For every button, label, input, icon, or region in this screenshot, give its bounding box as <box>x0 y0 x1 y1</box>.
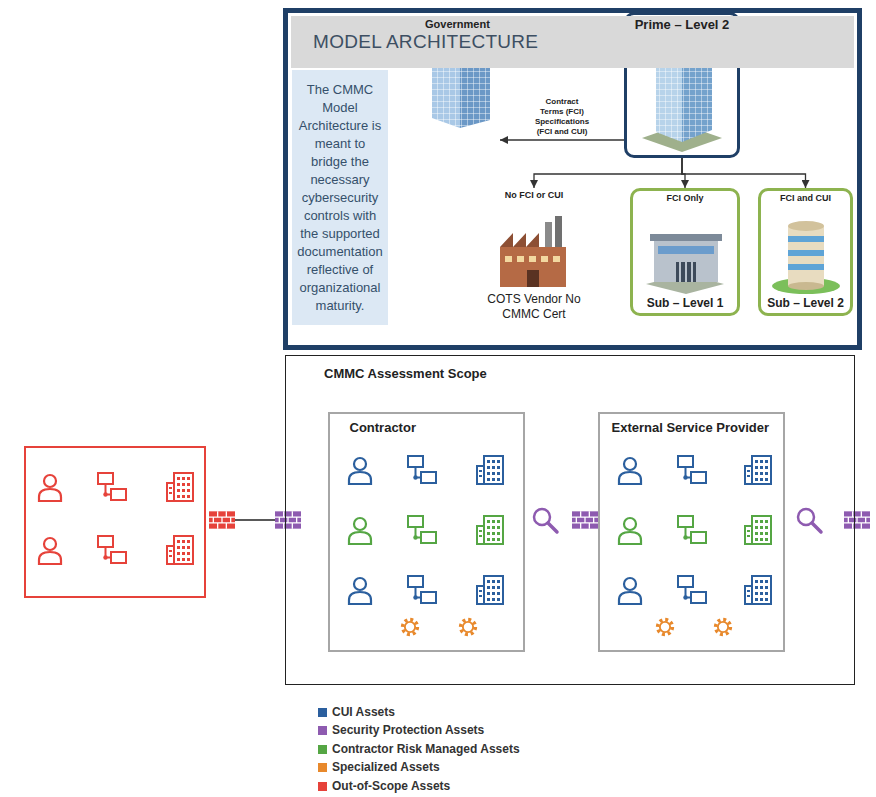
connector <box>534 158 682 188</box>
building-columns <box>680 262 692 282</box>
building-body <box>654 240 718 282</box>
legend-row: Contractor Risk Managed Assets <box>318 740 520 759</box>
gear-icon <box>461 620 476 635</box>
network-icon <box>408 456 436 483</box>
gear-icon <box>716 620 731 635</box>
building-foot <box>788 282 824 290</box>
sub-box: FCI OnlySub – Level 1 <box>630 188 740 316</box>
organization-title: External Service Provider <box>612 420 783 435</box>
factory-body <box>500 247 566 287</box>
person-icon <box>349 458 371 484</box>
person-icon <box>349 518 371 544</box>
network-icon <box>408 516 436 543</box>
network-icon <box>678 456 706 483</box>
entity-label: COTS Vendor No CMMC Cert <box>482 292 586 322</box>
description-text: The CMMC Model Architecture is meant to … <box>296 81 384 315</box>
organization-box: Contractor <box>328 412 525 652</box>
factory-windows <box>505 256 560 262</box>
data-flow-label: FCI Only <box>666 193 703 203</box>
entity-label: Sub – Level 2 <box>767 296 844 310</box>
building-roof <box>650 234 722 241</box>
building-windows <box>658 246 714 254</box>
building-icon <box>477 576 503 604</box>
legend-swatch <box>318 745 327 754</box>
factory-chimney <box>555 216 562 248</box>
network-icon <box>98 536 126 563</box>
building-icon <box>745 516 771 544</box>
person-icon <box>349 578 371 604</box>
data-flow-label: No FCI or CUI <box>505 190 564 200</box>
organization-box: External Service Provider <box>598 412 785 652</box>
person-icon <box>619 578 641 604</box>
building-icon <box>167 536 193 564</box>
factory-door <box>527 270 539 287</box>
connector-label: Contract Terms (FCI) Specifications (FCI… <box>533 97 591 137</box>
gear-icon <box>658 620 673 635</box>
legend-swatch <box>318 726 327 735</box>
building-icon <box>745 576 771 604</box>
person-icon <box>619 518 641 544</box>
legend-text: CUI Assets <box>332 705 395 720</box>
sub-box: FCI and CUI Sub – Level 2 <box>758 188 853 316</box>
connector <box>500 139 624 140</box>
building-body <box>788 226 824 286</box>
panel-heading: MODEL ARCHITECTURE <box>291 16 854 68</box>
building-icon <box>167 473 193 501</box>
firewall-icon <box>572 511 598 528</box>
building-icon <box>745 456 771 484</box>
legend: CUI AssetsSecurity Protection AssetsCont… <box>318 703 520 796</box>
connector <box>682 158 806 188</box>
legend-row: Out-of-Scope Assets <box>318 777 520 796</box>
person-icon <box>39 538 61 564</box>
legend-text: Specialized Assets <box>332 760 440 775</box>
network-icon <box>678 516 706 543</box>
person-icon <box>619 458 641 484</box>
firewall-icon <box>844 511 870 528</box>
building-icon <box>477 456 503 484</box>
factory-chimney <box>545 222 552 248</box>
legend-row: Specialized Assets <box>318 759 520 778</box>
entity-label: Sub – Level 1 <box>647 296 724 310</box>
entity-label: Government <box>425 18 500 30</box>
legend-row: Security Protection Assets <box>318 722 520 741</box>
network-icon <box>98 473 126 500</box>
vendor-node: No FCI or CUI COTS Vendor No CMMC Cert <box>482 188 586 322</box>
magnifier-icon <box>534 509 557 532</box>
entity-label: Prime – Level 2 <box>627 17 737 32</box>
scope-box: CMMC Assessment ScopeContractor External … <box>285 355 855 685</box>
network-icon <box>408 576 436 603</box>
out-of-scope-box <box>25 447 205 597</box>
person-icon <box>39 475 61 501</box>
scope-title: CMMC Assessment Scope <box>324 366 854 381</box>
legend-swatch <box>318 782 327 791</box>
firewall-icon <box>209 511 235 528</box>
model-panel: MODEL ARCHITECTURE The CMMC Model Archite… <box>283 8 862 350</box>
building-icon <box>477 516 503 544</box>
building-roof <box>788 221 824 231</box>
legend-text: Contractor Risk Managed Assets <box>332 742 520 757</box>
data-flow-label: FCI and CUI <box>780 193 831 203</box>
description-box: The CMMC Model Architecture is meant to … <box>292 70 388 325</box>
legend-swatch <box>318 763 327 772</box>
gear-icon <box>403 620 418 635</box>
organization-title: Contractor <box>350 420 523 435</box>
factory-roof <box>500 233 539 247</box>
network-icon <box>678 576 706 603</box>
firewall-icon <box>275 511 301 528</box>
legend-text: Security Protection Assets <box>332 723 484 738</box>
building-windows <box>788 236 824 270</box>
link-line <box>235 519 275 521</box>
magnifier-icon <box>798 509 821 532</box>
legend-text: Out-of-Scope Assets <box>332 779 450 794</box>
legend-swatch <box>318 708 327 717</box>
legend-row: CUI Assets <box>318 703 520 722</box>
building-entrance <box>676 262 696 282</box>
